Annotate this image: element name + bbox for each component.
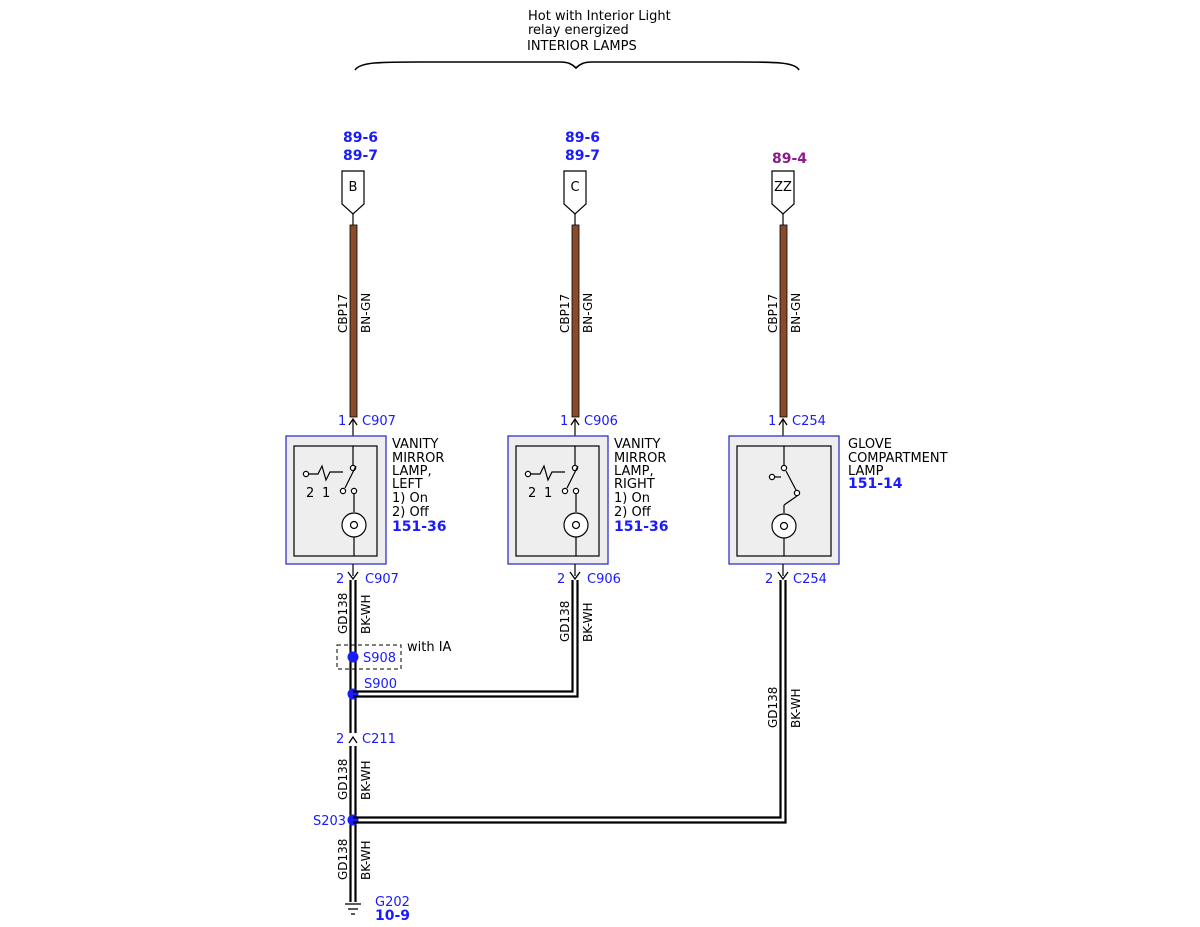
wire-c211-circuit: GD138	[336, 759, 350, 800]
pin-right-out-symbol	[569, 571, 581, 581]
c211-symbol	[348, 735, 358, 744]
vanity-right-sw-pos2: 2	[528, 486, 536, 501]
right-connector-in[interactable]: C906	[584, 414, 618, 429]
vanity-left-ref[interactable]: 151-36	[392, 519, 447, 535]
vanity-right-name4: RIGHT	[614, 477, 655, 492]
vanity-right-box	[507, 435, 609, 565]
splice-s908-note: with IA	[407, 640, 452, 655]
right-connector-out[interactable]: C906	[587, 572, 621, 587]
pin-glove-out-symbol	[777, 571, 789, 581]
feed-b-letter: B	[349, 180, 358, 195]
group-brace	[354, 61, 800, 71]
glove-lamp-bulb-icon	[771, 513, 797, 556]
vanity-left-switch	[302, 446, 358, 512]
ground-ref[interactable]: 10-9	[375, 908, 410, 924]
wire-middle-upper-color: BN-GN	[581, 293, 595, 333]
wire-left-ground-circuit: GD138	[336, 593, 350, 634]
vanity-right-inner	[515, 445, 600, 557]
vanity-left-state2: 2) Off	[392, 505, 430, 520]
splice-s908-label: S908	[363, 651, 396, 666]
vanity-left-name3: LAMP,	[392, 464, 432, 479]
wire-left-upper	[349, 224, 358, 418]
vanity-right-bulb-icon	[563, 512, 589, 556]
glove-name2: COMPARTMENT	[848, 451, 948, 466]
feed-b-connector-flag	[341, 170, 365, 215]
vanity-right-name1: VANITY	[614, 437, 660, 452]
wire-c211-color: BK-WH	[359, 760, 373, 800]
wire-right-upper-circuit: CBP17	[766, 294, 780, 333]
wire-ground-color: BK-WH	[359, 840, 373, 880]
feed-zz-letter: ZZ	[774, 180, 792, 195]
wire-middle-ground-circuit: GD138	[558, 601, 572, 642]
group-label: INTERIOR LAMPS	[527, 39, 637, 54]
wire-middle-ground	[353, 580, 579, 698]
feed-zz-ref[interactable]: 89-4	[772, 151, 807, 167]
header-line1: Hot with Interior Light	[528, 9, 671, 24]
glove-ref[interactable]: 151-14	[848, 476, 903, 492]
vanity-right-name2: MIRROR	[614, 451, 666, 466]
splice-s900[interactable]	[347, 688, 359, 700]
wire-middle-ground-color: BK-WH	[581, 602, 595, 642]
feed-c-ref-bottom[interactable]: 89-7	[565, 148, 600, 164]
wire-right-ground-color: BK-WH	[789, 688, 803, 728]
feed-zz-connector-flag	[771, 170, 795, 215]
ground-g202-icon	[345, 903, 361, 915]
feed-c-letter: C	[570, 180, 579, 195]
splice-s900-label: S900	[364, 677, 397, 692]
vanity-left-name4: LEFT	[392, 477, 423, 492]
right-pin-in: 1	[560, 414, 568, 429]
wire-right-ground	[353, 580, 787, 824]
header-line2: relay energized	[528, 23, 629, 38]
vanity-left-name1: VANITY	[392, 437, 438, 452]
glove-name3: LAMP	[848, 464, 884, 479]
wire-middle-upper-circuit: CBP17	[558, 294, 572, 333]
ground-name[interactable]: G202	[375, 895, 410, 910]
c211-pin: 2	[336, 732, 344, 747]
vanity-right-ref[interactable]: 151-36	[614, 519, 669, 535]
wire-right-upper-color: BN-GN	[789, 293, 803, 333]
glove-connector-out[interactable]: C254	[793, 572, 827, 587]
vanity-left-sw-pos2: 2	[306, 486, 314, 501]
splice-s908[interactable]	[347, 651, 359, 663]
glove-lamp-switch	[768, 446, 801, 513]
vanity-right-name3: LAMP,	[614, 464, 654, 479]
vanity-right-sw-pos1: 1	[544, 486, 552, 501]
wire-right-upper	[779, 224, 788, 418]
splice-s203[interactable]	[347, 814, 359, 826]
wire-left-ground-color: BK-WH	[359, 594, 373, 634]
wire-right-ground-circuit: GD138	[766, 687, 780, 728]
s908-option-box	[336, 644, 402, 670]
pin-left-out-symbol	[347, 571, 359, 581]
left-pin-in: 1	[338, 414, 346, 429]
right-pin-out: 2	[557, 572, 565, 587]
wire-ground-circuit: GD138	[336, 839, 350, 880]
c211-label[interactable]: C211	[362, 732, 396, 747]
splice-s203-label: S203	[313, 814, 346, 829]
left-connector-in[interactable]: C907	[362, 414, 396, 429]
glove-pin-in: 1	[768, 414, 776, 429]
vanity-right-state2: 2) Off	[614, 505, 652, 520]
vanity-left-name2: MIRROR	[392, 451, 444, 466]
glove-pin-out: 2	[765, 572, 773, 587]
vanity-right-state1: 1) On	[614, 491, 650, 506]
feed-c-ref-top[interactable]: 89-6	[565, 130, 600, 146]
wire-left-upper-color: BN-GN	[359, 293, 373, 333]
vanity-left-state1: 1) On	[392, 491, 428, 506]
vanity-left-sw-pos1: 1	[322, 486, 330, 501]
feed-c-connector-flag	[563, 170, 587, 215]
vanity-left-inner	[293, 445, 378, 557]
glove-name1: GLOVE	[848, 437, 892, 452]
vanity-right-switch	[524, 446, 580, 512]
left-connector-out[interactable]: C907	[365, 572, 399, 587]
glove-connector-in[interactable]: C254	[792, 414, 826, 429]
wire-middle-upper	[571, 224, 580, 418]
feed-b-ref-top[interactable]: 89-6	[343, 130, 378, 146]
feed-b-ref-bottom[interactable]: 89-7	[343, 148, 378, 164]
vanity-left-bulb-icon	[341, 512, 367, 556]
wire-left-upper-circuit: CBP17	[336, 294, 350, 333]
left-pin-out: 2	[336, 572, 344, 587]
vanity-left-box	[285, 435, 387, 565]
